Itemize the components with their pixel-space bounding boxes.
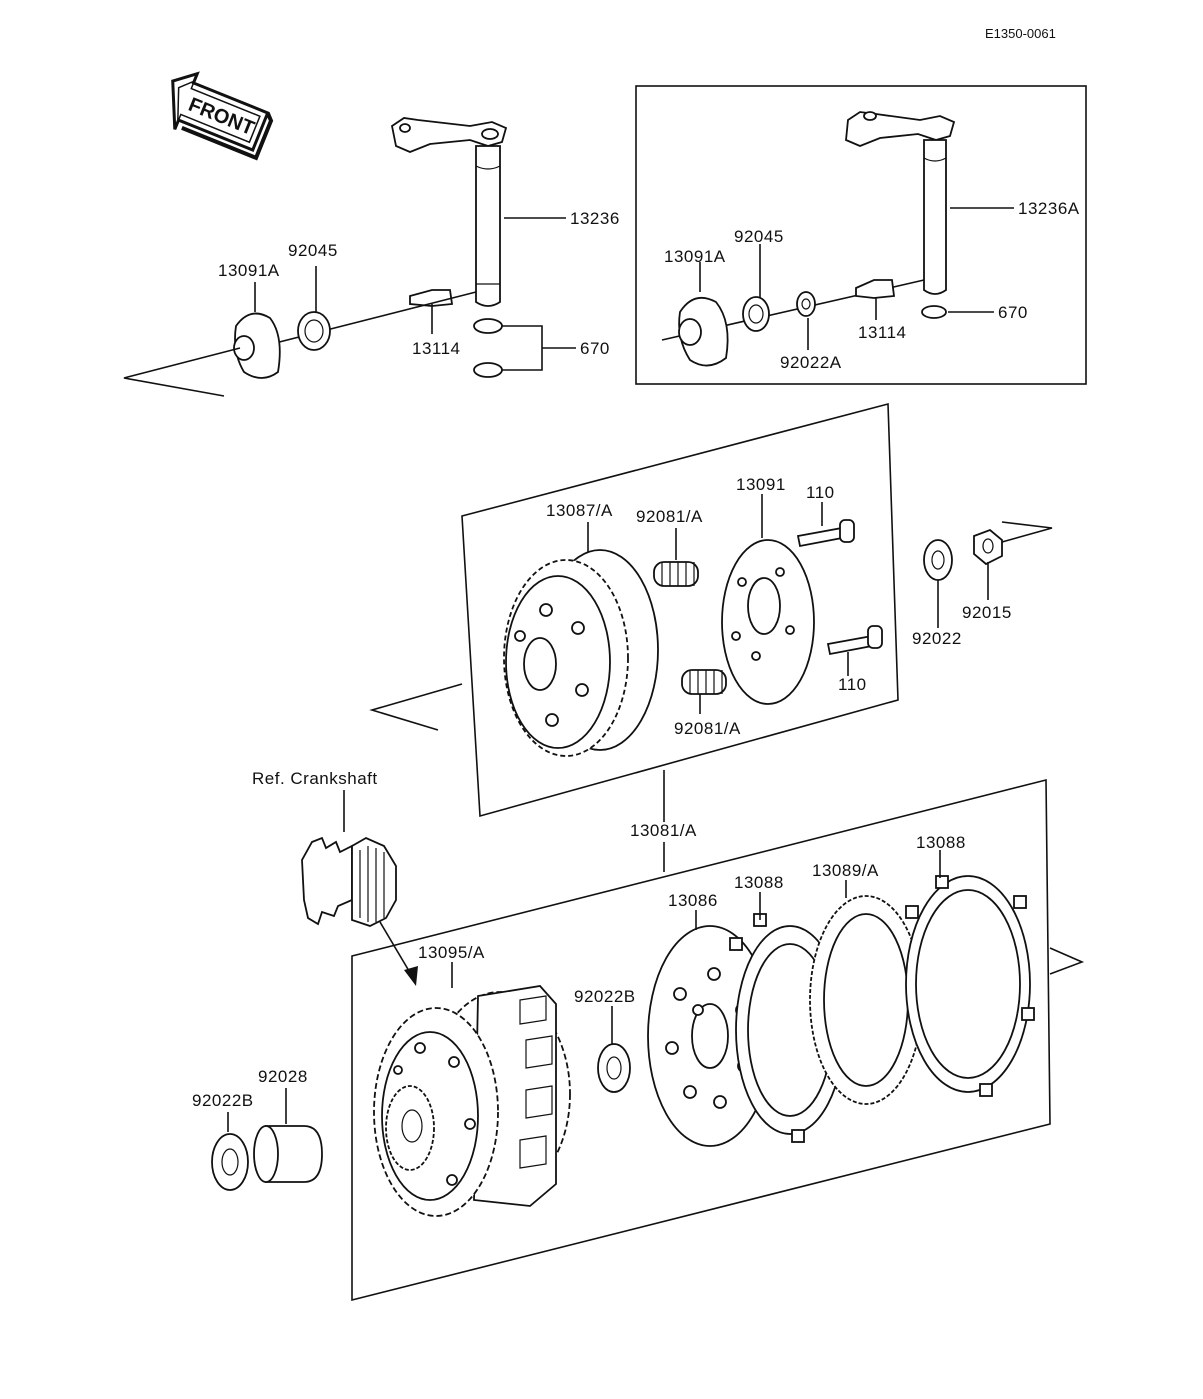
clutch-hub-group	[369, 402, 899, 818]
part-label: 13087/A	[546, 501, 613, 520]
part-label: 92028	[258, 1067, 308, 1086]
part-label: 92022B	[574, 987, 636, 1006]
part-label: 92045	[288, 241, 338, 260]
spring-icon	[653, 561, 699, 587]
part-label: 13091A	[664, 247, 726, 266]
part-label: 13236	[570, 209, 620, 228]
bushing-group	[211, 1088, 323, 1191]
part-label: 92015	[962, 603, 1012, 622]
part-label: 13095/A	[418, 943, 485, 962]
clutch-housing-group	[351, 778, 1085, 1302]
part-label: 670	[580, 339, 610, 358]
part-label: 13088	[916, 833, 966, 852]
part-label: 13114	[858, 323, 907, 342]
part-label: 92045	[734, 227, 784, 246]
part-label: 670	[998, 303, 1028, 322]
crankshaft-gear-icon	[301, 790, 418, 986]
spring-icon	[681, 669, 727, 695]
part-label: 110	[838, 675, 867, 694]
nut-washer-group	[923, 521, 1053, 628]
part-label: 92022	[912, 629, 962, 648]
part-label: 92081/A	[674, 719, 741, 738]
part-label: 110	[806, 483, 835, 502]
part-label: 92022B	[192, 1091, 254, 1110]
part-label: 13114	[412, 339, 461, 358]
part-label: 13236A	[1018, 199, 1080, 218]
part-label: 13091	[736, 475, 786, 494]
part-label: 13089/A	[812, 861, 879, 880]
part-label: 13091A	[218, 261, 280, 280]
part-label: 13088	[734, 873, 784, 892]
front-arrow-icon: FRONT	[171, 71, 274, 161]
shift-shaft-group-right	[635, 85, 1087, 385]
part-label: 13086	[668, 891, 718, 910]
doc-code: E1350-0061	[985, 26, 1056, 41]
ref-crankshaft-label: Ref. Crankshaft	[252, 769, 378, 788]
shift-shaft-group-left	[123, 117, 576, 397]
part-label: 92081/A	[636, 507, 703, 526]
part-label: 13081/A	[630, 821, 697, 840]
part-label: 92022A	[780, 353, 842, 372]
